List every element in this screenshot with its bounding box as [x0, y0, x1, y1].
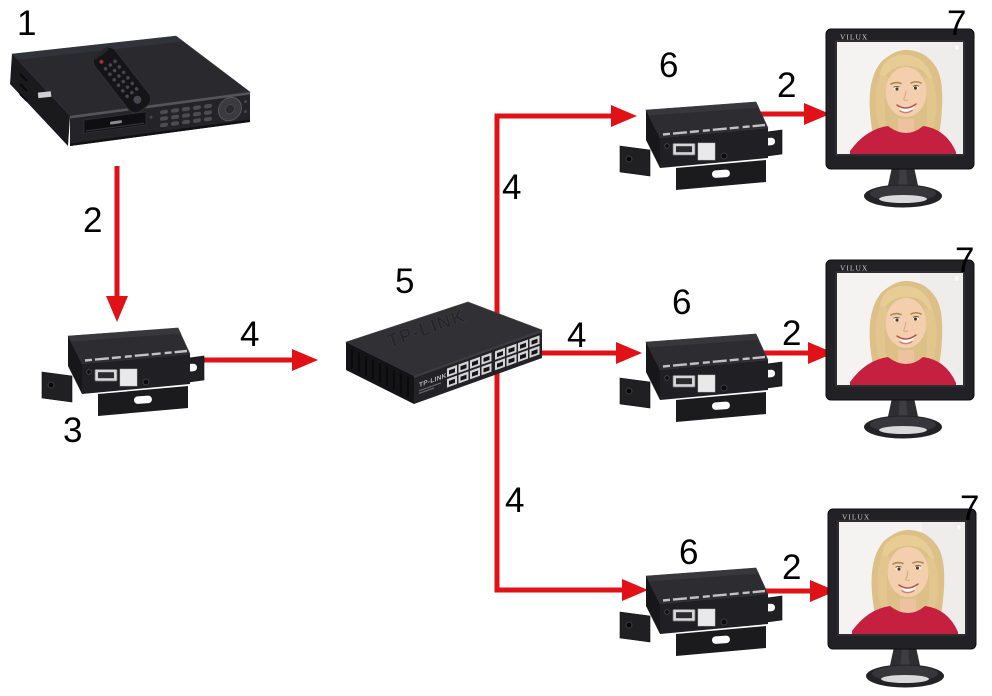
remote-control	[92, 46, 152, 114]
label-utp-switch-to-receiver-top: 4	[502, 168, 522, 207]
label-utp-switch-to-receiver-middle: 4	[567, 316, 587, 355]
label-hdmi-receiver-to-monitor-middle: 2	[782, 314, 802, 353]
monitor-top-device	[820, 25, 990, 215]
rj45-ports	[447, 335, 540, 388]
arrow-receiver-to-monitor-middle	[758, 342, 834, 364]
switch-vents	[350, 349, 410, 397]
label-utp-transmitter-to-switch: 4	[240, 315, 260, 354]
monitor-middle-device	[820, 256, 990, 446]
hdmi-receiver-bottom-device	[616, 552, 786, 657]
label-monitor-bottom: 7	[960, 489, 980, 528]
dvr-buttons	[160, 103, 212, 128]
label-receiver-top: 6	[659, 46, 679, 85]
label-receiver-bottom: 6	[679, 533, 699, 572]
dvr-device	[4, 28, 256, 160]
hdmi-receiver-top-device	[616, 86, 786, 191]
switch-front-panel: TP-LINK	[414, 329, 542, 404]
label-utp-switch-to-receiver-bottom: 4	[505, 481, 525, 520]
monitor-bottom-device	[822, 505, 992, 695]
label-dvr: 1	[17, 4, 37, 43]
arrow-dvr-to-transmitter	[106, 166, 128, 322]
label-hdmi-dvr-to-transmitter: 2	[83, 201, 103, 240]
label-transmitter: 3	[63, 411, 83, 450]
dvr-front-panel	[70, 91, 250, 146]
arrow-receiver-to-monitor-top	[756, 103, 830, 125]
label-switch: 5	[395, 262, 415, 301]
network-switch-device: TP-LINK TP-LINK	[318, 290, 546, 416]
label-receiver-middle: 6	[672, 283, 692, 322]
label-hdmi-receiver-to-monitor-top: 2	[777, 66, 797, 105]
hdmi-transmitter-device	[38, 312, 208, 417]
arrow-transmitter-to-switch	[200, 349, 318, 371]
arrow-switch-to-receiver-middle	[530, 342, 642, 364]
hdmi-receiver-middle-device	[616, 318, 786, 423]
label-monitor-top: 7	[947, 4, 967, 43]
label-hdmi-receiver-to-monitor-bottom: 2	[782, 548, 802, 587]
label-monitor-middle: 7	[955, 241, 975, 280]
